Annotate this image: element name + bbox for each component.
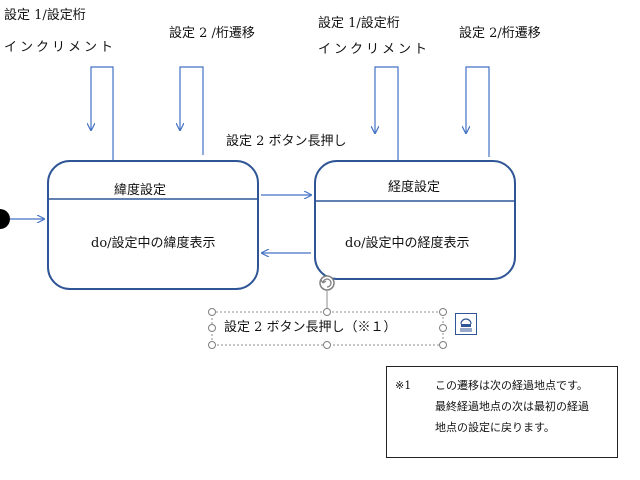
top-left-label-line2: インクリメント [4, 40, 117, 55]
lat-self-transition-1 [91, 66, 114, 160]
top-left-label-line1: 設定 1/設定桁 [4, 8, 86, 23]
selected-long-press-label[interactable]: 設定 2 ボタン長押し（※１） [224, 320, 397, 335]
top-left-transition-label: 設定 2 /桁遷移 [169, 26, 255, 41]
resize-handle-top-right [439, 308, 447, 316]
resize-handle-top-center [323, 308, 331, 316]
resize-handles[interactable] [208, 308, 447, 349]
footnote-line-3: 地点の設定に戻ります。 [435, 421, 555, 434]
footnote-box: ※1 この遷移は次の経過地点です。 最終経過地点の次は最初の経過 地点の設定に戻… [386, 366, 618, 458]
longitude-state-activity: do/設定中の経度表示 [345, 236, 470, 251]
lon-self-transition-1 [375, 66, 399, 160]
longitude-state-box [314, 160, 516, 280]
rotate-handle-icon[interactable] [319, 275, 335, 291]
resize-handle-middle-left [208, 324, 216, 332]
footnote-line-1: この遷移は次の経過地点です。 [435, 379, 588, 392]
resize-handle-bottom-left [208, 341, 216, 349]
layout-options-icon[interactable] [455, 313, 477, 335]
top-right-label-line2: インクリメント [318, 42, 431, 57]
resize-handle-top-left [208, 308, 216, 316]
resize-handle-middle-right [439, 324, 447, 332]
resize-handle-bottom-right [439, 341, 447, 349]
longitude-state-title: 経度設定 [388, 180, 441, 195]
footnote-line-2: 最終経過地点の次は最初の経過 [435, 400, 589, 413]
latitude-state-box [47, 160, 259, 290]
footnote-mark: ※1 [395, 379, 412, 392]
latitude-state-title: 緯度設定 [114, 183, 167, 198]
latitude-state-activity: do/設定中の緯度表示 [91, 236, 216, 251]
initial-state-icon [0, 209, 10, 229]
lon-self-transition-2 [466, 66, 490, 157]
resize-handle-bottom-center [323, 341, 331, 349]
top-right-transition-label: 設定 2/桁遷移 [459, 26, 541, 41]
lat-self-transition-2 [180, 66, 204, 155]
long-press-transition-label: 設定 2 ボタン長押し [226, 134, 347, 149]
top-right-label-line1: 設定 1/設定桁 [318, 16, 400, 31]
